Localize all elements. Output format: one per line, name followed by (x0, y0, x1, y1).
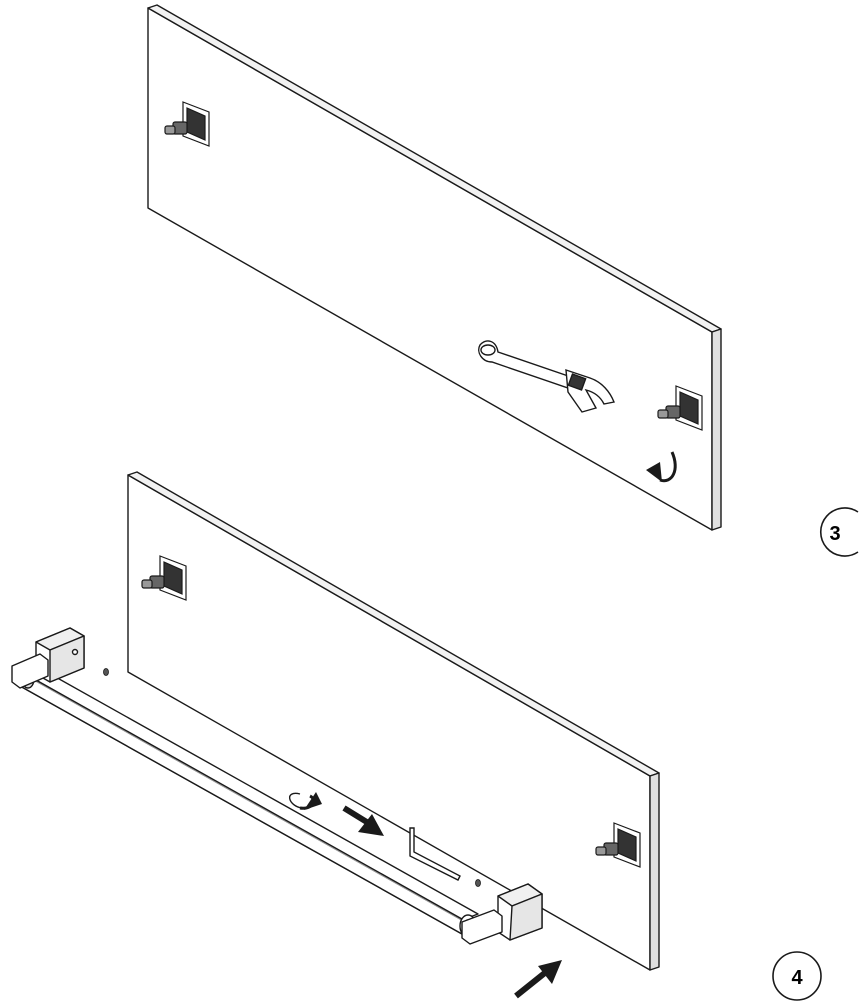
push-arrow-icon (514, 960, 562, 999)
panel-step-4 (127, 471, 660, 971)
rotate-arrow-icon (646, 451, 677, 483)
cam-fitting-icon (595, 822, 641, 868)
rail-bracket-left (11, 627, 85, 689)
cam-fitting-icon (657, 385, 703, 431)
step-3-label: 3 (829, 523, 840, 545)
step-4-label: 4 (791, 967, 803, 989)
panel-step-3 (147, 4, 722, 531)
step-number-3: 3 (819, 507, 859, 557)
push-arrow-icon (342, 805, 384, 836)
step-number-4: 4 (772, 951, 822, 1001)
cam-fitting-icon (164, 101, 210, 147)
wrench-icon (478, 340, 615, 413)
screw-marks (103, 668, 481, 887)
rotate-arrow-icon (289, 792, 322, 810)
rail-bracket-right (461, 883, 543, 945)
allen-key-icon (409, 827, 461, 881)
cam-fitting-icon (141, 555, 187, 601)
